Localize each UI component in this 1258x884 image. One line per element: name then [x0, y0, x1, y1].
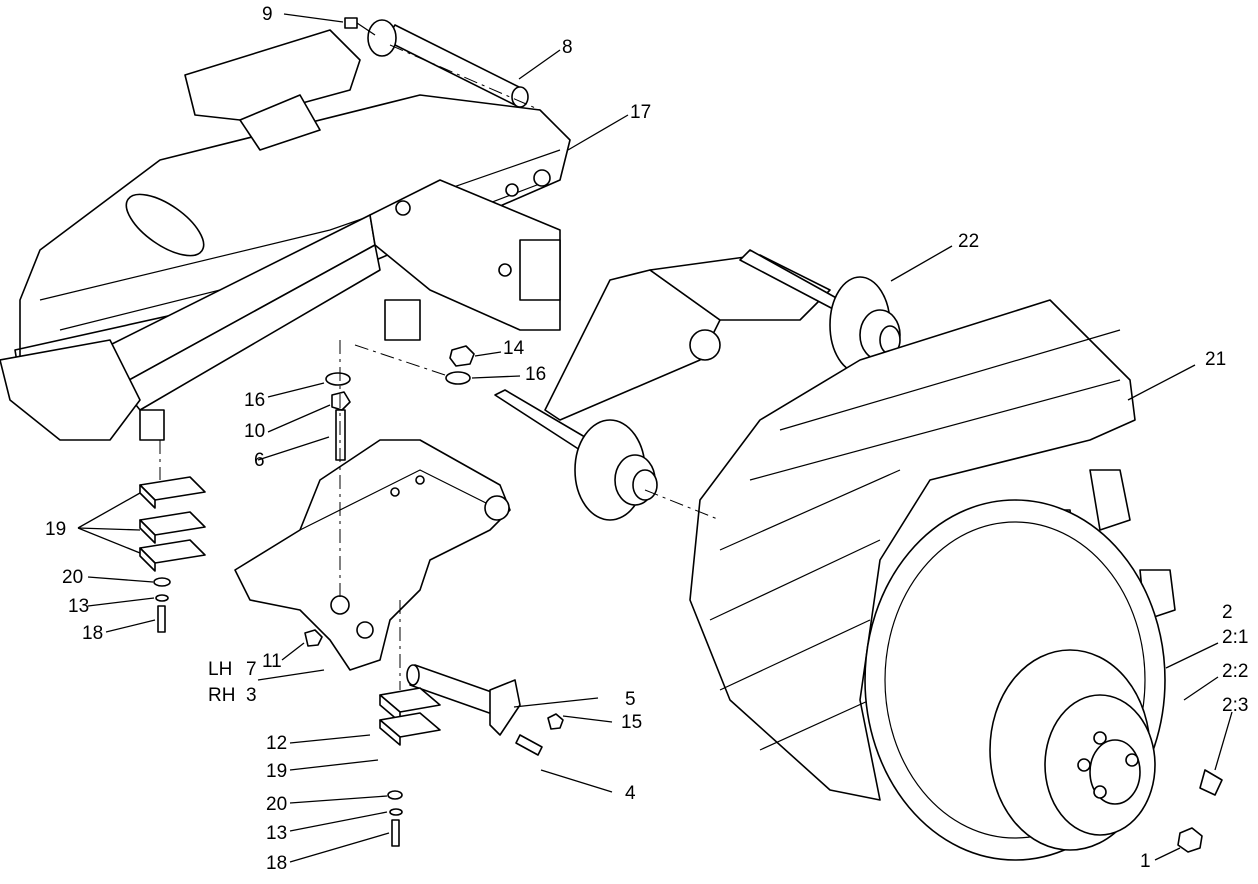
nut-14 — [449, 345, 475, 367]
callout-15: 15 — [621, 712, 643, 733]
callout-10: 10 — [244, 421, 266, 442]
callout-19-left: 19 — [45, 519, 67, 540]
spacer-plates-lower — [379, 687, 441, 746]
bolt-9 — [344, 17, 376, 36]
lug-nut — [1177, 827, 1203, 853]
rubber-track — [689, 299, 1176, 801]
callout-rh: RH — [208, 685, 236, 706]
washer-16 — [325, 371, 471, 386]
callout-20-lower: 20 — [266, 794, 288, 815]
callout-2-1: 2:1 — [1222, 627, 1249, 648]
callout-6: 6 — [254, 450, 265, 471]
callout-7: 7 — [246, 659, 257, 680]
hardware-left-stack — [153, 577, 171, 633]
wheel-assembly — [864, 499, 1166, 861]
callout-1: 1 — [1140, 851, 1151, 872]
bolt-4 — [515, 734, 543, 756]
callout-lh: LH — [208, 659, 233, 680]
callout-2: 2 — [1222, 602, 1233, 623]
callout-17: 17 — [630, 102, 652, 123]
callout-12: 12 — [266, 733, 288, 754]
callout-18-left: 18 — [82, 623, 104, 644]
callout-16-right: 16 — [525, 364, 547, 385]
bogie-bracket — [234, 439, 511, 671]
callout-5: 5 — [625, 689, 636, 710]
tandem-axle — [494, 249, 901, 521]
callout-14: 14 — [503, 338, 525, 359]
callout-13-left: 13 — [68, 596, 90, 617]
callout-4: 4 — [625, 783, 636, 804]
callout-22: 22 — [958, 231, 980, 252]
pin-5 — [406, 664, 521, 736]
spacer-plates-left — [139, 476, 206, 572]
callout-18-lower: 18 — [266, 853, 288, 874]
pivot-shaft — [367, 19, 529, 108]
callout-13-lower: 13 — [266, 823, 288, 844]
callout-19-lower: 19 — [266, 761, 288, 782]
callout-20-left: 20 — [62, 567, 84, 588]
center-lines — [159, 44, 721, 690]
hardware-lower-stack — [387, 790, 403, 847]
nut-10 — [331, 391, 351, 411]
callout-11: 11 — [262, 651, 282, 672]
callout-21: 21 — [1205, 349, 1227, 370]
nut-11 — [304, 629, 323, 647]
main-frame — [0, 29, 571, 441]
callout-16-left: 16 — [244, 390, 266, 411]
callout-9: 9 — [262, 4, 273, 25]
callout-3: 3 — [246, 685, 257, 706]
callout-2-3: 2:3 — [1222, 695, 1249, 716]
leader-lines — [77, 13, 1233, 863]
callout-8: 8 — [562, 37, 573, 58]
callout-2-2: 2:2 — [1222, 661, 1249, 682]
wheel-bolt — [1199, 769, 1223, 796]
nut-15 — [547, 713, 564, 730]
